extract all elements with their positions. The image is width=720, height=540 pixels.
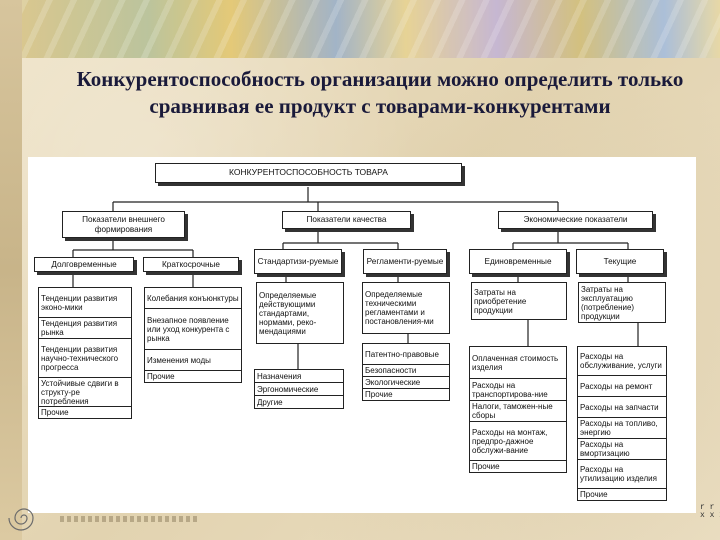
- list-item: Тенденции развития научно-технического п…: [38, 338, 132, 378]
- subgroup-one-time: Единовременные: [469, 249, 567, 274]
- list-item: Расходы на утилизацию изделия: [577, 459, 667, 489]
- list-item: Изменения моды: [144, 349, 242, 371]
- list-item: Расходы на обслуживание, услуги: [577, 346, 667, 376]
- list-item: Прочие: [38, 406, 132, 419]
- subgroup-long-term: Долговременные: [34, 257, 134, 272]
- list-item: Тенденция развития рынка: [38, 317, 132, 339]
- spiral-logo-icon: [8, 508, 34, 531]
- list-item: Тенденции развития эконо-мики: [38, 287, 132, 318]
- footer-decorative-strip: [60, 516, 200, 522]
- group-quality: Показатели качества: [282, 211, 411, 229]
- list-item: Патентно-правовые: [362, 343, 450, 365]
- list-item: Устойчивые сдвиги в структу-ре потреблен…: [38, 377, 132, 407]
- list-one-time: Оплаченная стоимость изделия Расходы на …: [469, 346, 567, 473]
- list-item: Налоги, таможен-ные сборы: [469, 400, 567, 422]
- one-time-head: Затраты на приобретение продукции: [471, 282, 567, 320]
- list-current: Расходы на обслуживание, услуги Расходы …: [577, 346, 667, 501]
- list-item: Эргономические: [254, 382, 344, 396]
- footer-corner-text: r r r x x x: [700, 503, 720, 520]
- current-head: Затраты на эксплуатацию (потребление) пр…: [578, 282, 666, 323]
- regulated-head: Определяемые техническими регламентами и…: [362, 282, 450, 334]
- connector-lines: [72, 187, 639, 369]
- list-item: Назначения: [254, 369, 344, 383]
- subgroup-current: Текущие: [576, 249, 664, 274]
- list-regulated: Патентно-правовые Безопасности Экологиче…: [362, 343, 450, 401]
- left-decorative-band: [0, 0, 22, 540]
- group-external: Показатели внешнего формирования: [62, 211, 185, 238]
- list-item: Прочие: [144, 370, 242, 383]
- root-node: КОНКУРЕНТОСПОСОБНОСТЬ ТОВАРА: [155, 163, 462, 183]
- list-item: Расходы на транспортирова-ние: [469, 378, 567, 401]
- list-item: Расходы на топливо, энергию: [577, 417, 667, 439]
- list-item: Расходы на монтаж, предпро-дажное обслуж…: [469, 421, 567, 461]
- slide-title: Конкурентоспособность организации можно …: [76, 67, 684, 118]
- list-item: Прочие: [577, 488, 667, 501]
- subgroup-standardized: Стандартизи-руемые: [254, 249, 342, 274]
- list-item: Оплаченная стоимость изделия: [469, 346, 567, 379]
- list-standardized: Назначения Эргономические Другие: [254, 369, 344, 409]
- diagram-canvas: КОНКУРЕНТОСПОСОБНОСТЬ ТОВАРА Показатели …: [28, 157, 696, 513]
- list-short-term: Колебания конъюнктуры Внезапное появлени…: [144, 287, 242, 383]
- list-item: Расходы на запчасти: [577, 396, 667, 418]
- list-item: Расходы на ремонт: [577, 375, 667, 397]
- list-item: Прочие: [362, 388, 450, 401]
- standardized-head: Определяемые действующими стандартами, н…: [256, 282, 344, 344]
- group-economic: Экономические показатели: [498, 211, 653, 229]
- list-item: Колебания конъюнктуры: [144, 287, 242, 309]
- list-item: Внезапное появление или уход конкурента …: [144, 308, 242, 350]
- top-decorative-banner: [22, 0, 720, 58]
- list-item: Расходы на вмортизацию: [577, 438, 667, 460]
- subgroup-short-term: Краткосрочные: [143, 257, 239, 272]
- list-long-term: Тенденции развития эконо-мики Тенденция …: [38, 287, 132, 419]
- list-item: Прочие: [469, 460, 567, 473]
- list-item: Другие: [254, 395, 344, 409]
- subgroup-regulated: Регламенти-руемые: [363, 249, 447, 274]
